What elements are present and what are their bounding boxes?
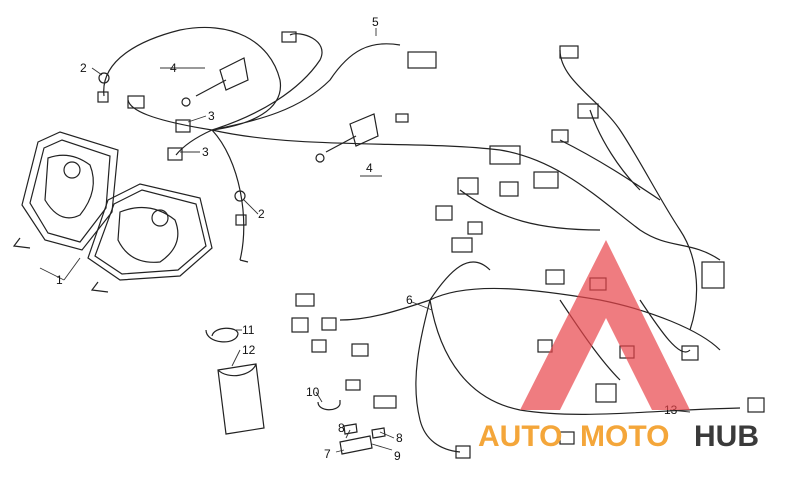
callout-2: 2 (80, 61, 87, 75)
callout-1: 1 (56, 273, 63, 287)
callout-7: 7 (324, 447, 331, 461)
watermark-auto: AUTO (478, 420, 562, 453)
watermark-text: AUTO MOTO HUB (478, 420, 759, 453)
tie-strap (205, 327, 239, 343)
headlight-harness (103, 26, 501, 263)
relay-fuse-parts (317, 400, 386, 455)
callout-8b: 8 (396, 431, 403, 445)
headlight-left (12, 131, 119, 251)
watermark-logo (520, 240, 690, 410)
callout-11: 11 (242, 323, 255, 337)
callout-3: 3 (208, 109, 215, 123)
callout-8: 8 (338, 421, 345, 435)
callout-6: 6 (406, 293, 413, 307)
callout-12: 12 (242, 343, 256, 357)
callout-9: 9 (394, 449, 401, 463)
callout-4b: 4 (366, 161, 373, 175)
callout-2b: 2 (258, 207, 265, 221)
callout-10: 10 (306, 385, 320, 399)
connector-group (281, 31, 765, 459)
headlight-right (87, 183, 213, 293)
callout-3b: 3 (202, 145, 209, 159)
callout-4: 4 (170, 61, 177, 75)
callout-labels: 1 2 2 3 3 4 4 5 6 7 8 8 9 10 11 12 13 (56, 15, 678, 463)
bulb-socket-group (97, 72, 325, 226)
protective-sleeve (217, 363, 265, 435)
watermark-hub: HUB (694, 420, 759, 453)
adjuster-screw (195, 57, 379, 153)
watermark-moto: MOTO (580, 420, 669, 453)
callout-5: 5 (372, 15, 379, 29)
